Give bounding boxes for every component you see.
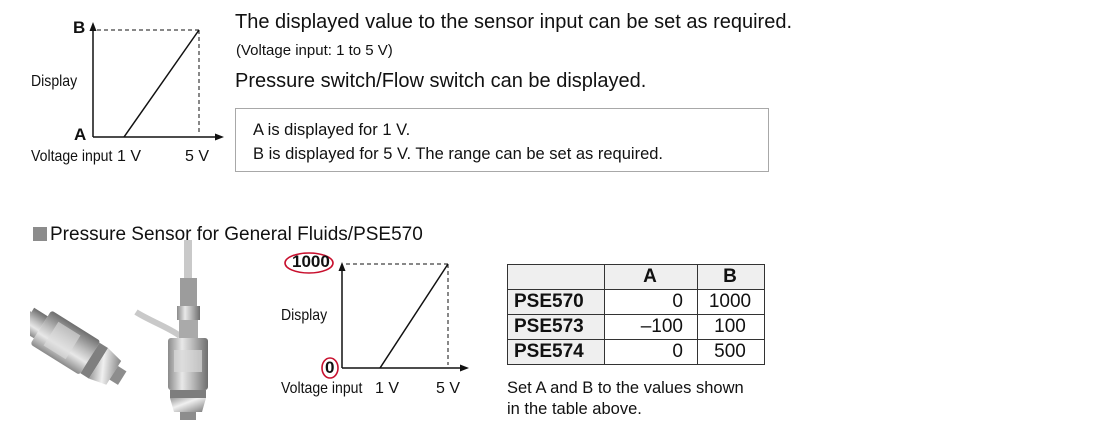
top-value-highlight xyxy=(284,252,334,274)
table-header-row: A B xyxy=(507,264,765,290)
table-cell-b: 500 xyxy=(697,339,765,365)
section-title: Pressure Sensor for General Fluids/PSE57… xyxy=(50,224,423,245)
bottom-tick-5v: 5 V xyxy=(436,380,461,397)
x-axis-arrow xyxy=(215,133,224,141)
table-caption-line-1: Set A and B to the values shown xyxy=(507,379,744,397)
bottom-display-line xyxy=(379,263,449,369)
bottom-graph-y-label: Display xyxy=(281,307,328,324)
axis-bottom-letter: A xyxy=(74,125,87,144)
table-cell-model: PSE574 xyxy=(507,339,605,365)
table-cell-a: 0 xyxy=(604,289,698,315)
display-line xyxy=(123,29,200,138)
table-cell-b: 100 xyxy=(697,314,765,340)
table-row: PSE570 0 1000 xyxy=(507,289,765,315)
table-cell-a: –100 xyxy=(604,314,698,340)
table-header-empty xyxy=(507,264,605,290)
intro-line-2: (Voltage input: 1 to 5 V) xyxy=(236,42,393,59)
table-row: PSE573 –100 100 xyxy=(507,314,765,340)
table-row: PSE574 0 500 xyxy=(507,339,765,365)
table-header-b: B xyxy=(697,264,765,290)
bottom-tick-1v: 1 V xyxy=(375,380,400,397)
model-values-table: A B PSE570 0 1000 PSE573 –100 100 PSE574… xyxy=(507,264,765,365)
table-cell-model: PSE573 xyxy=(507,314,605,340)
bottom-value-highlight xyxy=(321,357,339,379)
section-square-icon xyxy=(33,227,47,241)
tick-1v: 1 V xyxy=(117,148,142,165)
graph-x-label: Voltage input xyxy=(31,148,113,165)
y-axis-arrow xyxy=(89,22,97,31)
table-cell-a: 0 xyxy=(604,339,698,365)
bottom-x-axis-arrow xyxy=(460,364,469,372)
pressure-sensor-photo xyxy=(30,240,208,420)
table-cell-model: PSE570 xyxy=(507,289,605,315)
intro-line-3: Pressure switch/Flow switch can be displ… xyxy=(235,70,647,92)
section-title-row: Pressure Sensor for General Fluids/PSE57… xyxy=(33,224,423,246)
note-box: A is displayed for 1 V. B is displayed f… xyxy=(235,108,769,172)
tick-5v: 5 V xyxy=(185,148,210,165)
bottom-top-value: 1000 xyxy=(292,252,330,271)
table-caption-line-2: in the table above. xyxy=(507,400,642,418)
bottom-graph-x-label: Voltage input xyxy=(281,380,363,397)
note-line-2: B is displayed for 5 V. The range can be… xyxy=(253,145,664,163)
bottom-graph-plot xyxy=(284,252,469,379)
bottom-bottom-value: 0 xyxy=(325,358,335,377)
axis-top-letter: B xyxy=(73,18,86,37)
table-cell-b: 1000 xyxy=(697,289,765,315)
note-line-1: A is displayed for 1 V. xyxy=(253,121,411,139)
top-graph-plot xyxy=(89,22,224,141)
table-header-a: A xyxy=(604,264,698,290)
bottom-y-axis-arrow xyxy=(338,262,346,271)
intro-line-1: The displayed value to the sensor input … xyxy=(235,11,793,33)
graph-y-label: Display xyxy=(31,73,78,90)
